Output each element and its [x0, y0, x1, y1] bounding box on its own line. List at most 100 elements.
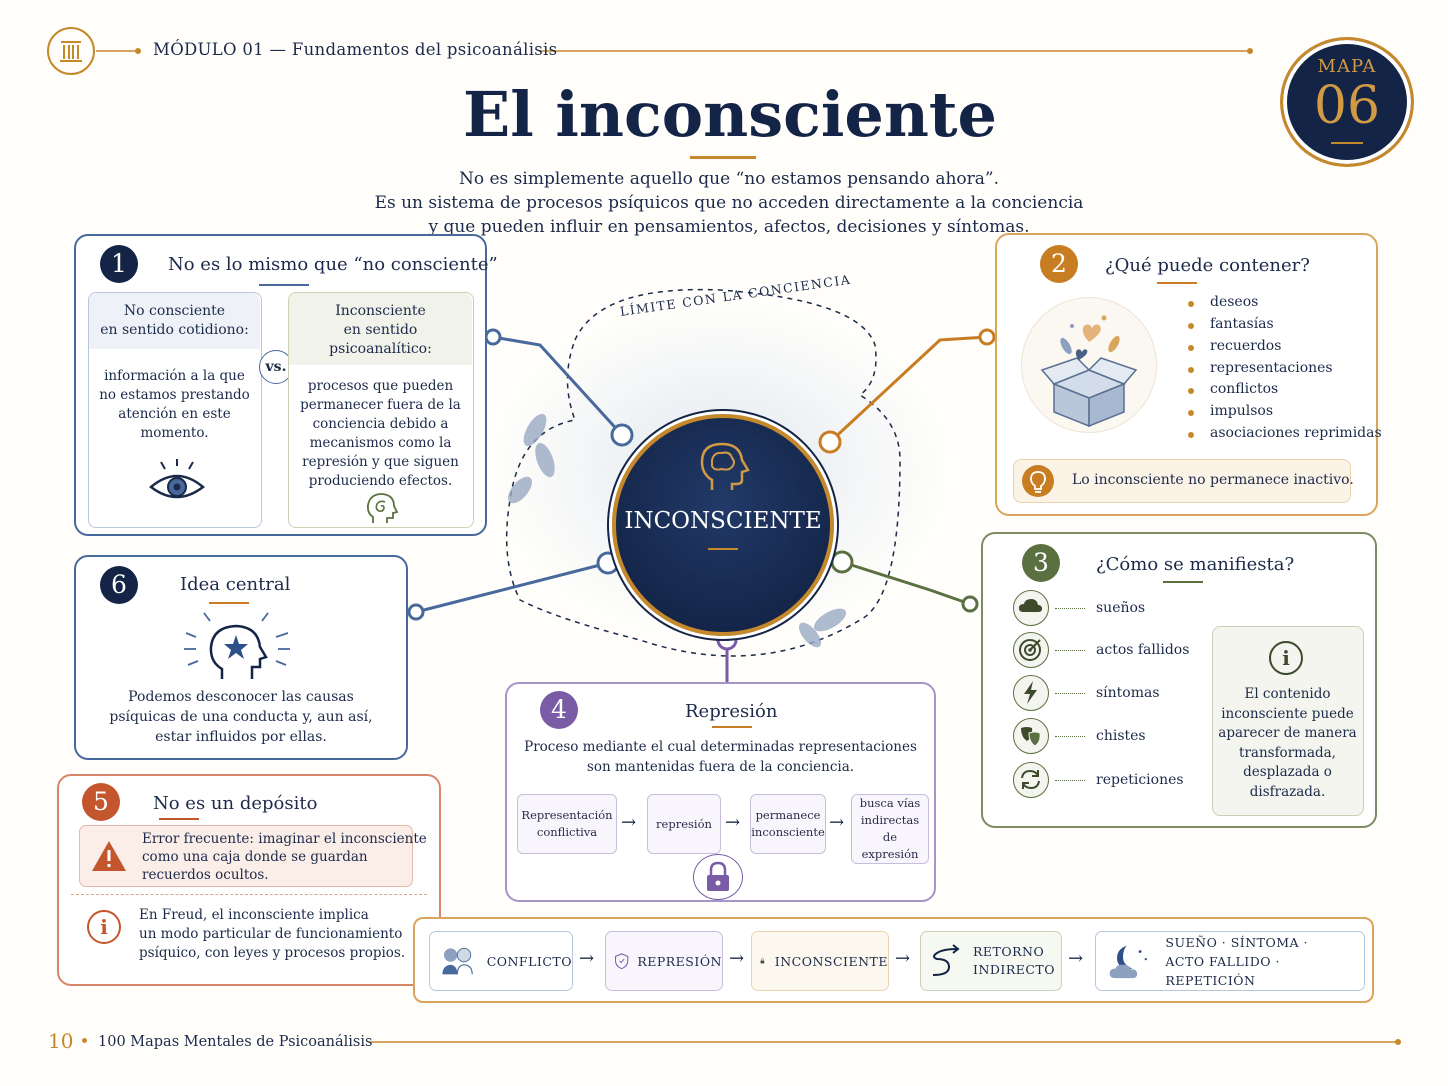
shield-icon [615, 953, 629, 970]
arrow-icon: → [1068, 948, 1084, 969]
section-1-title: No es lo mismo que “no consciente” [168, 254, 498, 275]
arrow-icon: → [725, 812, 741, 833]
section-4: 4 Represión Proceso mediante el cual det… [505, 682, 936, 902]
section-2-number: 2 [1040, 245, 1078, 283]
section-5: 5 No es un depósito Error frecuente: ima… [57, 774, 441, 986]
section-3-number: 3 [1022, 544, 1060, 582]
arrow-icon: → [579, 948, 595, 969]
section-6-title: Idea central [180, 574, 291, 595]
flow-repression: REPRESIÓN [605, 931, 723, 991]
section-2: 2 ¿Qué puede contener? deseos fantasías … [995, 233, 1382, 516]
repeat-icon [1013, 762, 1049, 798]
active-note-text: Lo inconsciente no permanece inactivo. [1072, 472, 1354, 488]
title-underline [690, 156, 756, 159]
section-1: 1 No es lo mismo que “no consciente” No … [74, 234, 498, 536]
box-illustration [1021, 297, 1157, 433]
lightbulb-icon [1022, 465, 1054, 497]
content-item: deseos [1187, 294, 1259, 310]
head-brain-icon [700, 442, 750, 490]
intro-text: No es simplemente aquello que “no estamo… [374, 169, 1084, 237]
connector-6 [414, 561, 610, 614]
manifest-item: sueños [1096, 600, 1146, 616]
lightning-icon [1013, 675, 1049, 711]
target-icon [1013, 632, 1049, 668]
manifest-item: repeticiones [1096, 772, 1184, 788]
center-label: INCONSCIENTE [624, 508, 822, 534]
eye-icon [149, 459, 205, 499]
info-icon: i [87, 910, 121, 944]
theater-masks-icon [1013, 718, 1049, 754]
flow-manifestations: SUEÑO · SÍNTOMA ·ACTO FALLIDO · REPETICI… [1095, 931, 1365, 991]
warning-box: Error frecuente: imaginar el inconscient… [79, 825, 427, 887]
arrow-icon: → [621, 812, 637, 833]
connector-1 [491, 335, 624, 437]
section-2-title: ¿Qué puede contener? [1105, 255, 1310, 276]
cloud-icon [1013, 590, 1049, 626]
pillar-icon [47, 27, 95, 75]
lock-icon [693, 854, 743, 900]
padlock-icon [760, 958, 765, 964]
connector-3 [840, 560, 972, 606]
open-box-icon [1040, 315, 1138, 428]
manifest-item: síntomas [1096, 685, 1160, 701]
flow-unconscious: INCONSCIENTE [751, 931, 889, 991]
repression-description: Proceso mediante el cual determinadas re… [524, 739, 917, 775]
section-6-number: 6 [100, 566, 138, 604]
book-title: 100 Mapas Mentales de Psicoanálisis [98, 1034, 373, 1050]
manifest-item: chistes [1096, 728, 1146, 744]
warning-text: Error frecuente: imaginar el inconscient… [142, 831, 427, 883]
arrow-icon: → [895, 948, 911, 969]
badge-number: 06 [1313, 76, 1381, 136]
step-repression: represión [647, 794, 721, 854]
flow-conflict: CONFLICTO [429, 931, 573, 991]
section-4-number: 4 [540, 691, 578, 729]
arrow-icon: → [729, 948, 745, 969]
center-node: INCONSCIENTE [612, 414, 834, 636]
module-label: MÓDULO 01 — Fundamentos del psicoanálisi… [153, 40, 558, 59]
content-item: asociaciones reprimidas [1188, 425, 1382, 441]
page-number: 10 [48, 1029, 74, 1053]
page-title: El inconsciente [462, 78, 998, 151]
arrow-icon: → [829, 812, 845, 833]
manifest-item: actos fallidos [1096, 642, 1190, 658]
content-item: conflictos [1187, 381, 1279, 397]
winding-path-icon [932, 944, 960, 976]
vs-badge: vs. [259, 350, 293, 384]
info-icon: i [1269, 641, 1303, 675]
conflict-heads-icon [442, 947, 473, 975]
badge-top: MAPA [1317, 56, 1377, 77]
section-3: 3 ¿Cómo se manifiesta? sueños actos fall… [981, 532, 1377, 828]
content-item: recuerdos [1187, 338, 1282, 354]
content-item: impulsos [1187, 403, 1274, 419]
section-6: 6 Idea central Podemos desconocer las ca… [74, 555, 408, 760]
map-badge: MAPA 06 [1280, 37, 1414, 167]
warning-icon [92, 841, 126, 871]
section-5-title: No es un depósito [153, 793, 318, 814]
moon-cloud-icon [1109, 945, 1147, 979]
section-4-title: Represión [685, 701, 778, 722]
leaf-decoration [508, 413, 847, 648]
content-item: fantasías [1188, 316, 1274, 332]
flow-bar: CONFLICTO → REPRESIÓN → INCONSCIENTE → R… [413, 917, 1374, 1003]
section-3-title: ¿Cómo se manifiesta? [1096, 554, 1295, 575]
head-star-icon [184, 612, 290, 679]
section-1-number: 1 [100, 245, 138, 283]
active-note: Lo inconsciente no permanece inactivo. [1013, 459, 1354, 503]
connector-2 [828, 335, 989, 444]
section-5-number: 5 [82, 783, 120, 821]
spiral-head-icon [366, 493, 399, 523]
content-item: representaciones [1188, 360, 1333, 376]
